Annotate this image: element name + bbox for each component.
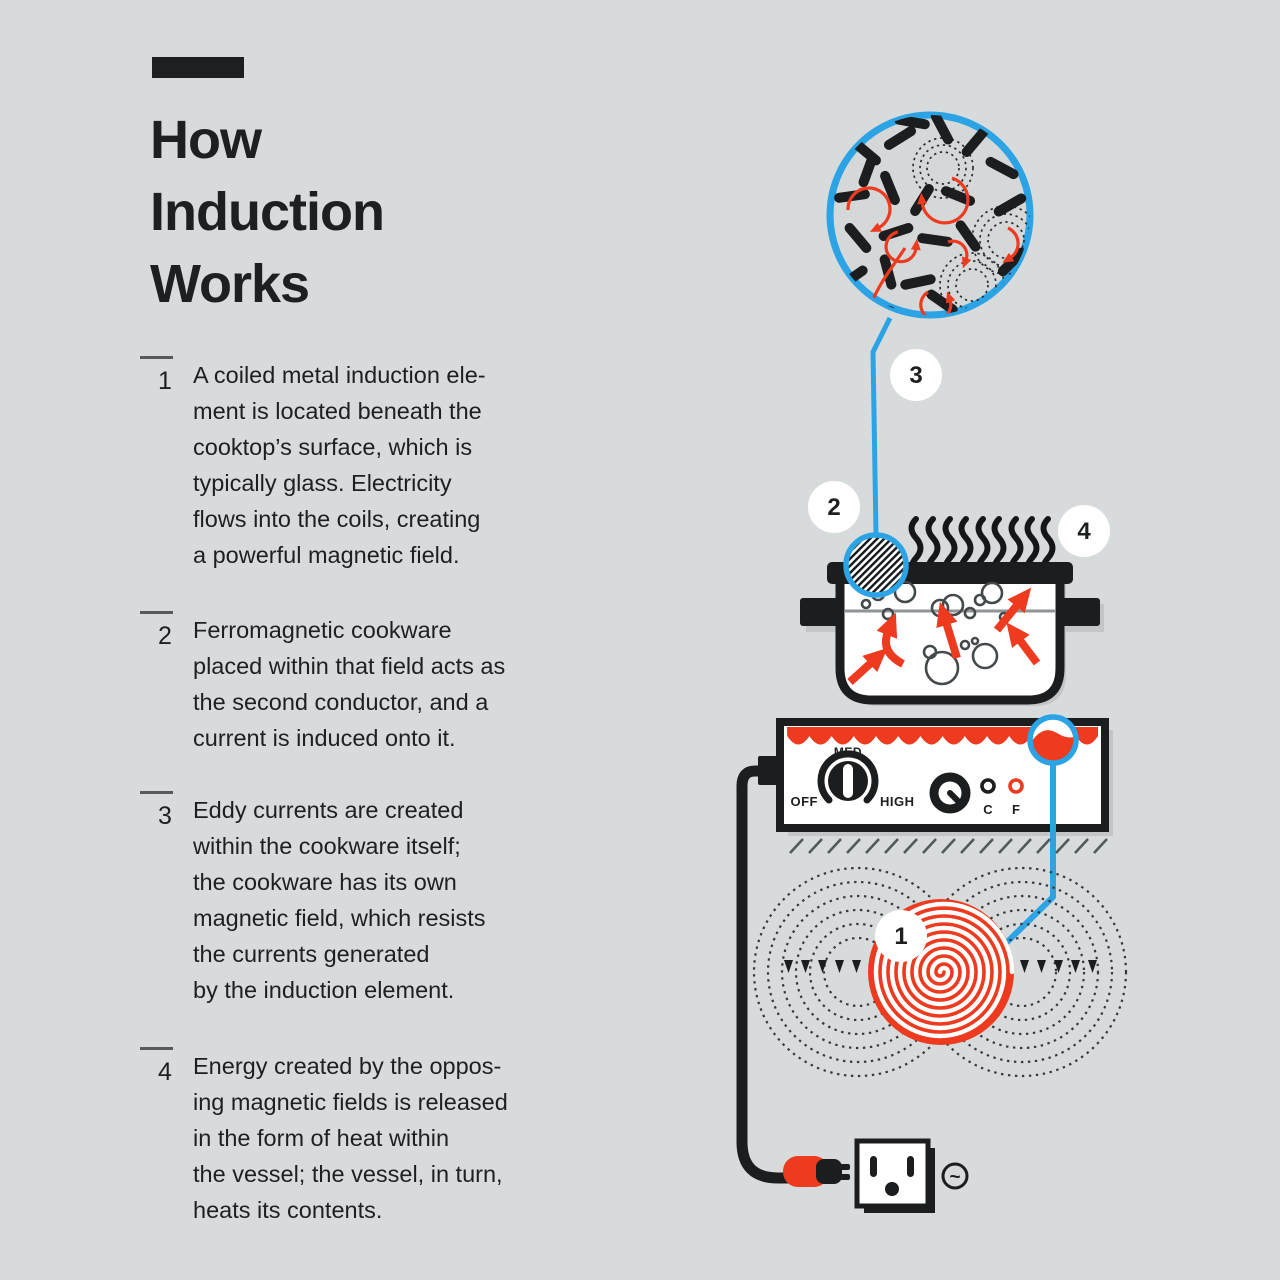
step-rule <box>140 356 173 359</box>
step-rule <box>140 1047 173 1050</box>
title-rule <box>152 57 244 78</box>
knob-label-med: MED <box>834 745 862 759</box>
plug-icon <box>783 1156 850 1187</box>
outlet-slot-right <box>907 1156 914 1177</box>
step-2-text: Ferromagnetic cookware placed within tha… <box>193 617 506 751</box>
step-number: 2 <box>158 621 172 650</box>
cord-connector <box>758 756 778 785</box>
ground-hatch <box>789 838 1108 854</box>
lamp-c-icon <box>980 778 996 794</box>
lamp-label-c: C <box>983 802 993 817</box>
badge-3: 3 <box>890 349 942 401</box>
outlet-slot-left <box>870 1156 877 1177</box>
ac-symbol-icon: ~ <box>941 1162 969 1190</box>
knob-label-high: HIGH <box>880 794 915 809</box>
lamp-label-f: F <box>1012 802 1020 817</box>
callout-line-3 <box>870 316 893 535</box>
power-knob <box>817 750 879 804</box>
step-3: 3 Eddy currents are created within the c… <box>140 791 585 1008</box>
step-1-number-block: 1 <box>140 356 193 573</box>
heat-strip <box>787 727 1098 745</box>
step-2-number-block: 2 <box>140 611 193 756</box>
pot-handle-right <box>1056 598 1100 626</box>
step-number: 3 <box>158 801 172 830</box>
badge-1-number: 1 <box>894 923 907 950</box>
step-rule <box>140 791 173 794</box>
step-number: 4 <box>158 1057 172 1086</box>
cooktop: MED OFF HIGH C F <box>776 714 1113 955</box>
indicator-lamps: C F <box>980 778 1024 817</box>
ac-symbol-label: ~ <box>949 1167 960 1188</box>
eddy-current-loupe <box>826 111 1034 535</box>
outlet-icon <box>854 1138 935 1213</box>
step-rule <box>140 611 173 614</box>
knob-label-off: OFF <box>791 794 819 809</box>
step-4-text: Energy created by the oppos- ing magneti… <box>193 1053 508 1223</box>
loupe-circle <box>826 111 1034 319</box>
step-1: 1 A coiled metal induction ele- ment is … <box>140 356 585 573</box>
step-1-text: A coiled metal induction ele- ment is lo… <box>193 362 486 568</box>
step-3-number-block: 3 <box>140 791 193 1008</box>
pot-handle-left <box>800 598 844 626</box>
badge-2-number: 2 <box>827 494 840 521</box>
badge-2: 2 <box>808 481 860 533</box>
eddy-arrows <box>846 176 1020 315</box>
temp-knob <box>929 772 971 814</box>
badge-4-number: 4 <box>1077 518 1091 545</box>
heat-strip-magnifier <box>1027 714 1079 766</box>
step-3-text: Eddy currents are created within the coo… <box>193 797 486 1003</box>
page-title: How Induction Works <box>150 110 385 314</box>
ferromagnetic-loupe <box>843 532 909 598</box>
convection-arrows <box>847 587 1041 685</box>
badge-4: 4 <box>1058 505 1110 557</box>
lamp-f-icon <box>1008 778 1024 794</box>
outlet-ground-hole <box>885 1182 899 1196</box>
step-2: 2 Ferromagnetic cookware placed within t… <box>140 611 585 756</box>
power-cord <box>736 756 796 1184</box>
step-number: 1 <box>158 366 172 395</box>
callout-line-1 <box>994 764 1056 955</box>
step-4: 4 Energy created by the oppos- ing magne… <box>140 1047 585 1228</box>
badge-3-number: 3 <box>909 362 922 389</box>
step-4-number-block: 4 <box>140 1047 193 1228</box>
badge-1: 1 <box>875 910 927 962</box>
pot-icon <box>800 532 1104 706</box>
